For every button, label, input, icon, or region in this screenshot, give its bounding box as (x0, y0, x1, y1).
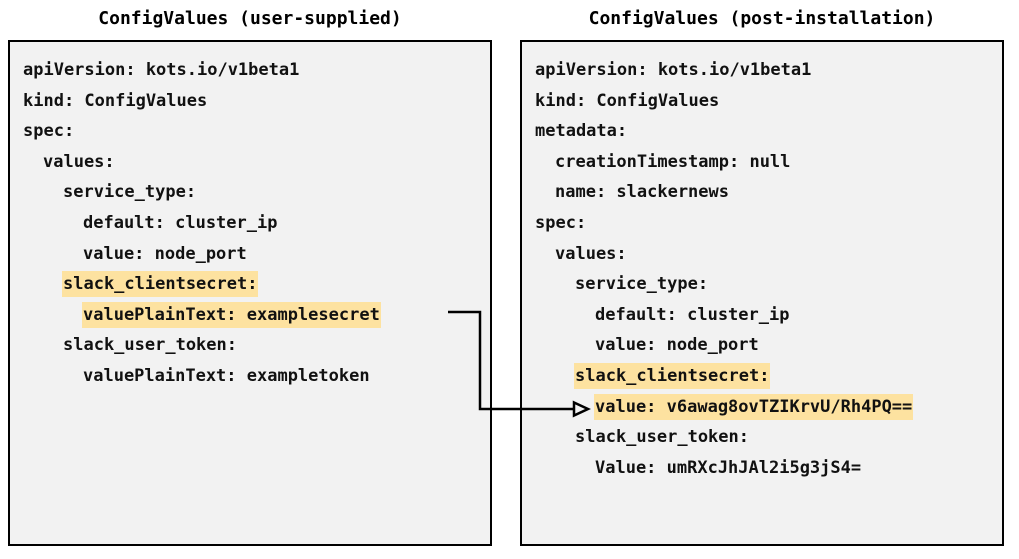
yaml-line: apiVersion: kots.io/v1beta1 (10, 55, 490, 86)
yaml-line: spec: (522, 208, 1002, 239)
yaml-line: metadata: (522, 116, 1002, 147)
yaml-line-text: kind: ConfigValues (535, 90, 720, 111)
yaml-line: service_type: (522, 269, 1002, 300)
yaml-line-text: spec: (535, 212, 587, 233)
yaml-line-text: value: node_port (595, 335, 759, 356)
yaml-line: service_type: (10, 177, 490, 208)
yaml-line-text: value: node_port (83, 243, 247, 264)
yaml-line-text-highlighted: slack_clientsecret: (62, 271, 259, 298)
yaml-line-text: service_type: (63, 182, 197, 203)
yaml-line-text: name: slackernews (555, 182, 729, 203)
yaml-line-text: values: (43, 151, 115, 172)
yaml-line: default: cluster_ip (522, 300, 1002, 331)
yaml-line-text: apiVersion: kots.io/v1beta1 (23, 60, 300, 80)
yaml-line: value: v6awag8ovTZIKrvU/Rh4PQ== (522, 392, 1002, 423)
yaml-line-text: kind: ConfigValues (23, 90, 208, 111)
yaml-line-text-highlighted: slack_clientsecret: (574, 362, 771, 389)
yaml-line: Value: umRXcJhJAl2i5g3jS4= (522, 453, 1002, 484)
yaml-line: slack_user_token: (522, 422, 1002, 453)
yaml-line-text-highlighted: value: v6awag8ovTZIKrvU/Rh4PQ== (594, 393, 914, 420)
yaml-line-text: slack_user_token: (575, 427, 749, 448)
yaml-line-text: creationTimestamp: null (555, 151, 791, 172)
yaml-line: value: node_port (522, 330, 1002, 361)
yaml-line-text: apiVersion: kots.io/v1beta1 (535, 60, 812, 80)
yaml-line-text-highlighted: valuePlainText: examplesecret (82, 301, 381, 328)
yaml-line: slack_clientsecret: (10, 269, 490, 300)
yaml-code-block-user-supplied: apiVersion: kots.io/v1beta1 kind: ConfigV… (10, 42, 490, 392)
yaml-line: kind: ConfigValues (522, 86, 1002, 117)
yaml-line-text: default: cluster_ip (595, 304, 790, 325)
yaml-line: default: cluster_ip (10, 208, 490, 239)
yaml-line: name: slackernews (522, 177, 1002, 208)
yaml-line-text: slack_user_token: (63, 335, 237, 356)
yaml-code-block-post-installation: apiVersion: kots.io/v1beta1 kind: ConfigV… (522, 42, 1002, 483)
configvalues-post-installation-panel: apiVersion: kots.io/v1beta1 kind: ConfigV… (520, 40, 1004, 546)
yaml-line: spec: (10, 116, 490, 147)
yaml-line-text: values: (555, 243, 627, 264)
yaml-line-text: spec: (23, 121, 75, 142)
yaml-line-text: valuePlainText: exampletoken (83, 365, 370, 386)
yaml-line: creationTimestamp: null (522, 147, 1002, 178)
yaml-line: values: (522, 239, 1002, 270)
yaml-line-text: service_type: (575, 274, 709, 295)
panel-title-post-installation: ConfigValues (post-installation) (588, 8, 936, 29)
yaml-line: valuePlainText: exampletoken (10, 361, 490, 392)
yaml-line: value: node_port (10, 239, 490, 270)
yaml-line: apiVersion: kots.io/v1beta1 (522, 55, 1002, 86)
configvalues-user-supplied-panel: apiVersion: kots.io/v1beta1 kind: ConfigV… (8, 40, 492, 546)
yaml-line: slack_clientsecret: (522, 361, 1002, 392)
yaml-line-text: metadata: (535, 121, 628, 142)
yaml-line: slack_user_token: (10, 330, 490, 361)
yaml-line-text: default: cluster_ip (83, 212, 278, 233)
yaml-line: valuePlainText: examplesecret (10, 300, 490, 331)
panel-title-user-supplied: ConfigValues (user-supplied) (98, 8, 402, 29)
yaml-line: kind: ConfigValues (10, 86, 490, 117)
yaml-line-text: Value: umRXcJhJAl2i5g3jS4= (595, 457, 862, 478)
yaml-line: values: (10, 147, 490, 178)
